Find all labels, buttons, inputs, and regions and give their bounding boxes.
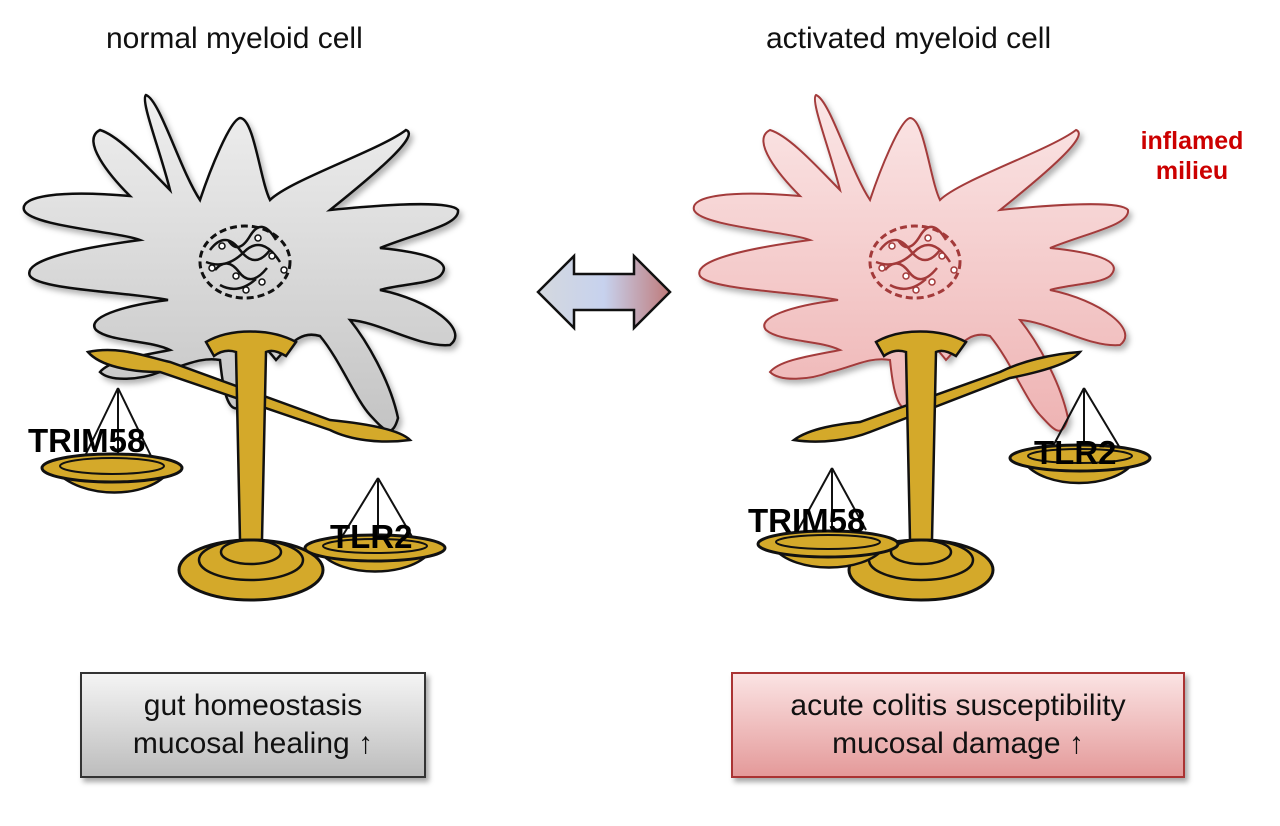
scale-stand: [204, 330, 298, 542]
pan-tlr2: TLR2: [1008, 387, 1152, 485]
trim58-label: TRIM58: [28, 422, 145, 459]
scale-beam: [790, 350, 1083, 443]
outcome-line-1: gut homeostasis: [143, 689, 363, 722]
pan-tlr2: TLR2: [303, 477, 447, 573]
pan-trim58: TRIM58: [28, 387, 184, 494]
tlr2-label: TLR2: [1034, 434, 1117, 471]
outcome-box-activated: acute colitis susceptibility mucosal dam…: [731, 672, 1185, 778]
tlr2-label: TLR2: [330, 518, 413, 555]
scale-base: [177, 538, 325, 602]
milieu-line-2: milieu: [1155, 157, 1229, 185]
pan-trim58: TRIM58: [748, 467, 900, 569]
scale-stand: [874, 330, 968, 542]
milieu-line-1: inflamed: [1140, 127, 1244, 155]
activated-cell-title: activated myeloid cell: [766, 22, 1052, 55]
trim58-label: TRIM58: [748, 502, 865, 539]
balance-scale-right: TRIM58 TLR2: [748, 330, 1152, 602]
outcome-line-1: acute colitis susceptibility: [790, 689, 1126, 722]
inflamed-milieu-label: inflamed milieu: [1122, 126, 1262, 186]
normal-cell-title: normal myeloid cell: [106, 22, 363, 55]
outcome-box-normal: gut homeostasis mucosal healing ↑: [80, 672, 426, 778]
outcome-line-2: mucosal damage ↑: [832, 727, 1084, 760]
double-arrow-icon: [536, 252, 672, 332]
balance-scale-left: TRIM58 TLR2: [28, 330, 447, 602]
outcome-line-2: mucosal healing ↑: [132, 727, 374, 760]
